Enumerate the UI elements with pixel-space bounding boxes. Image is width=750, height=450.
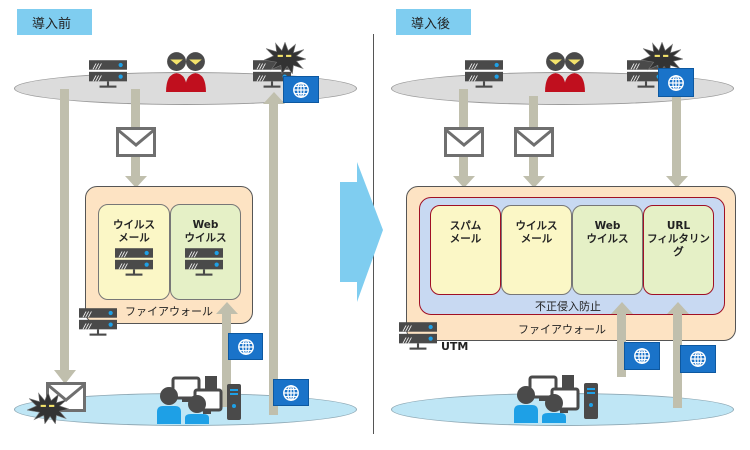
transition-arrow: [340, 162, 383, 302]
mail-server-icon: [465, 60, 503, 90]
firewall-label: ファイアウォール: [518, 323, 606, 336]
arrowhead-down: [125, 176, 147, 188]
module-web-virus: Web ウイルス: [572, 205, 643, 295]
arrowhead-up: [263, 92, 285, 104]
firewall-server-icon: [79, 308, 117, 338]
web-globe-icon: [283, 76, 319, 103]
mail-icon: [514, 127, 554, 157]
arrowhead-down: [54, 370, 76, 384]
mail-icon: [444, 127, 484, 157]
flow-arrow-web-in: [222, 312, 231, 407]
flow-arrow-mail-bypass: [60, 89, 69, 374]
flow-arrow-url-in: [672, 96, 681, 179]
malware-burst-icon: [264, 42, 306, 74]
flow-arrow-web-in: [617, 312, 626, 377]
mail-icon: [116, 127, 156, 157]
malware-burst-icon: [27, 392, 69, 424]
firewall-label: ファイアウォール: [125, 305, 213, 318]
users-pcs-icon: [155, 374, 245, 424]
arrowhead-down: [453, 176, 475, 188]
attacker-icon: [160, 50, 212, 92]
server-icon: [115, 248, 153, 278]
arrowhead-down: [523, 176, 545, 188]
flow-arrow-url-web-in: [673, 312, 682, 408]
module-spam-mail: スパム メール: [430, 205, 501, 295]
arrowhead-up: [667, 302, 689, 314]
utm-label: UTM: [441, 340, 469, 353]
module-url-filtering: URL フィルタリング: [643, 205, 714, 295]
ips-label: 不正侵入防止: [535, 300, 601, 313]
attacker-icon: [539, 50, 591, 92]
web-globe-icon: [658, 68, 694, 97]
web-globe-icon: [680, 345, 716, 373]
web-globe-icon: [273, 379, 309, 406]
arrowhead-down: [666, 176, 688, 188]
after-tag: 導入後: [396, 9, 471, 35]
mail-server-icon: [89, 60, 127, 90]
utm-server-icon: [399, 322, 437, 352]
before-tag: 導入前: [17, 9, 92, 35]
web-globe-icon: [228, 333, 263, 360]
flow-arrow-web-bypass: [269, 100, 278, 415]
users-pcs-icon: [512, 373, 602, 423]
web-globe-icon: [624, 342, 660, 370]
arrowhead-up: [611, 302, 633, 314]
module-virus-mail: ウイルス メール: [501, 205, 572, 295]
arrowhead-up: [216, 302, 238, 314]
server-icon: [185, 248, 223, 278]
